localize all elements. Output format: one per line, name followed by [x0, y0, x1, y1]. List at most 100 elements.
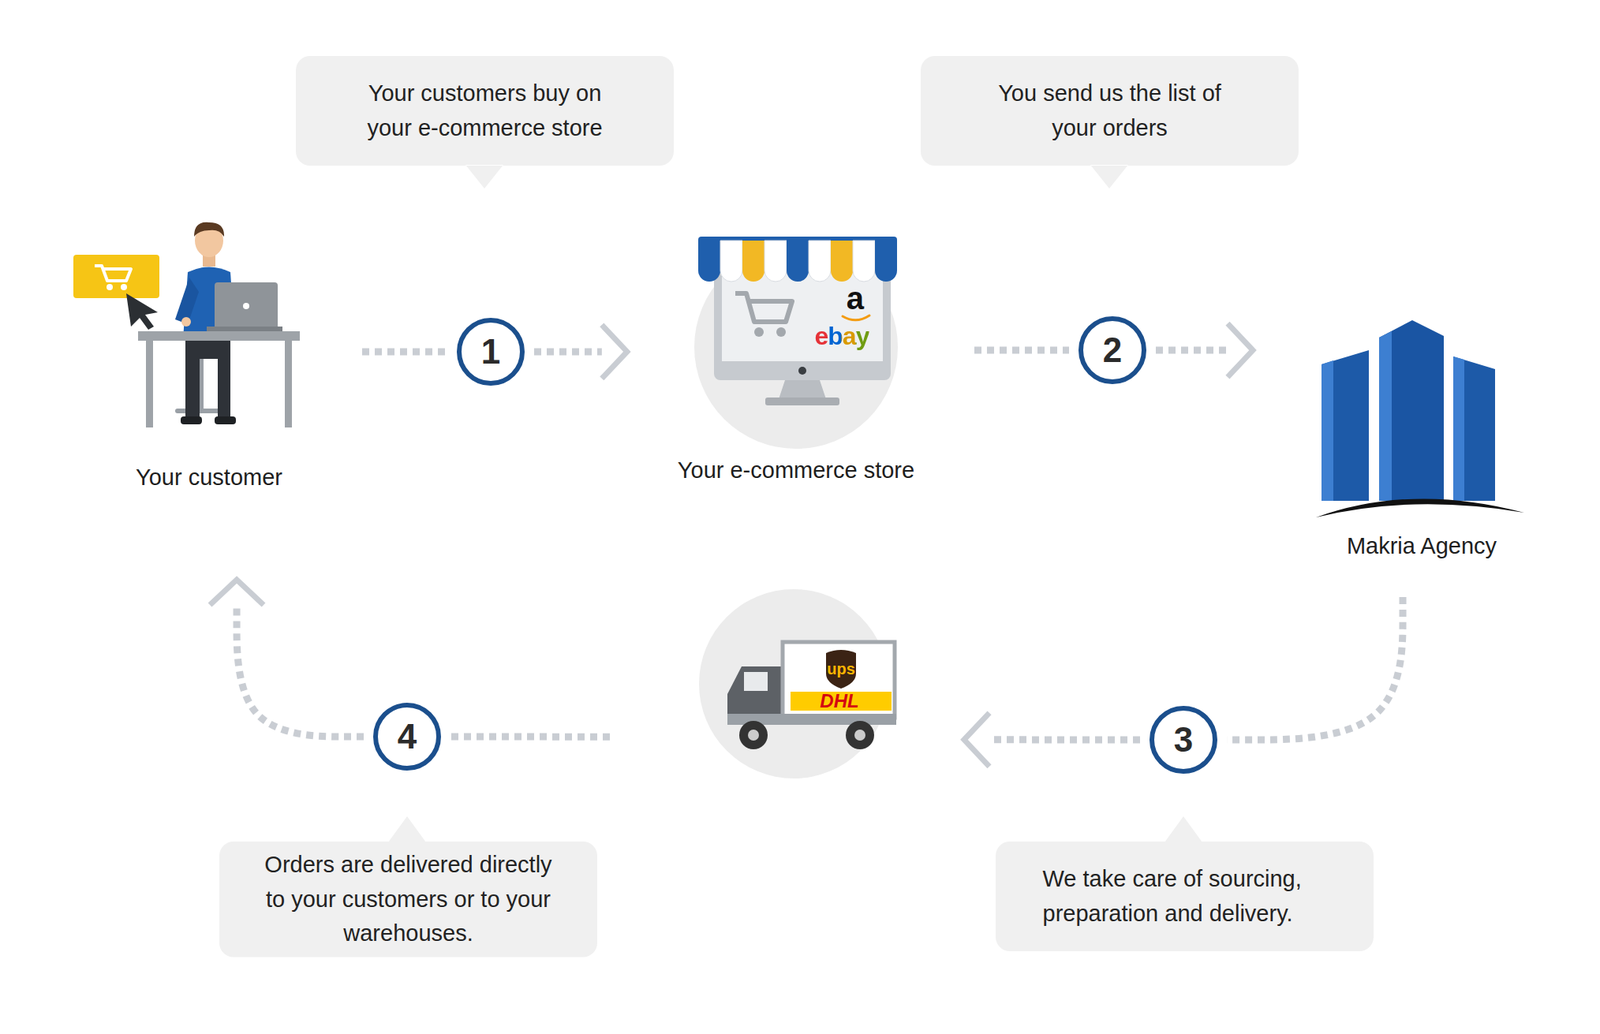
building-face	[1321, 360, 1334, 501]
callout-bubble: Your customers buy on your e-commerce st…	[295, 56, 674, 166]
step-circle: 2	[1078, 316, 1147, 385]
bubble-shape	[995, 816, 1374, 952]
truck-window	[743, 672, 768, 692]
awning-stripe	[852, 240, 875, 282]
bubble-shape	[920, 56, 1299, 189]
dhl-band	[790, 691, 892, 711]
figure-label: Makria Agency	[1346, 532, 1497, 561]
ups-shield	[826, 650, 857, 689]
step-ring	[375, 705, 439, 769]
dotted-line	[1155, 347, 1228, 355]
cart-icon	[94, 265, 131, 281]
chevron-head	[964, 713, 990, 767]
flow-connector	[1155, 323, 1253, 378]
cart-sign	[73, 254, 160, 299]
truck-hub	[854, 729, 866, 741]
dotted-line	[362, 348, 448, 356]
desk-top	[138, 331, 300, 341]
dotted-line	[974, 347, 1070, 355]
dotted-line	[989, 736, 1141, 744]
monitor-base	[765, 397, 840, 406]
step-ring	[1151, 708, 1215, 772]
person-hair	[194, 222, 225, 237]
carrier-logo: ups	[826, 661, 856, 677]
callout-bubble: Orders are delivered directly to your cu…	[219, 841, 598, 958]
flow-connector	[534, 325, 628, 379]
awning-stripe	[720, 240, 743, 282]
flow-connector	[974, 350, 1070, 352]
truck-hub	[747, 729, 759, 741]
callout-bubble: You send us the list of your orders	[920, 56, 1299, 166]
flow-connector	[362, 351, 448, 353]
step-circle: 1	[456, 317, 525, 386]
awning-stripe	[742, 240, 765, 282]
laptop	[214, 282, 278, 330]
monitor-dot	[798, 366, 807, 375]
callout-text: You send us the list of your orders	[987, 76, 1233, 146]
figure-label: Your customer	[135, 463, 283, 492]
callout-text: Your customers buy on your e-commerce st…	[355, 76, 616, 146]
truck-cab	[727, 666, 782, 722]
person-legs	[185, 337, 231, 419]
building-swoosh	[1315, 498, 1525, 518]
building-face	[1453, 356, 1465, 501]
bubble-shape	[219, 816, 598, 958]
callout-number: 1	[481, 334, 501, 370]
awning-stripe	[874, 240, 898, 282]
figure-label: Your e-commerce store	[677, 456, 915, 485]
laptop-base	[206, 326, 283, 332]
awning-stripe	[764, 240, 787, 282]
bubble-outline	[995, 841, 1374, 952]
desk-leg	[145, 340, 154, 428]
truck-box	[782, 642, 895, 718]
bubble-shape	[295, 56, 674, 189]
awning-stripe	[830, 240, 853, 282]
building-bar	[1453, 356, 1496, 501]
cart-wheel	[106, 284, 113, 291]
truck-wheel	[739, 721, 768, 750]
dotted-line	[534, 347, 602, 356]
flow-connector	[964, 713, 1141, 767]
callout-bubble: We take care of sourcing, preparation an…	[995, 841, 1374, 952]
laptop-logo	[242, 302, 250, 310]
building-face	[1379, 331, 1392, 501]
step-ring	[459, 320, 523, 384]
marketplace-logo: ebay	[814, 321, 870, 352]
store-figure: a ebayYour e-commerce store	[674, 236, 920, 490]
flow-connector	[450, 736, 610, 738]
chevron-head	[601, 325, 628, 379]
callout-number: 3	[1173, 722, 1193, 758]
bubble-outline	[295, 56, 674, 166]
awning-stripe	[698, 240, 721, 282]
screen-cart-wheel	[754, 327, 764, 337]
person-shoe	[214, 416, 236, 425]
flow-connector	[209, 579, 364, 737]
step-circle: 3	[1149, 706, 1218, 774]
truck-wheel	[845, 721, 875, 750]
customer-figure: Your customer	[73, 224, 303, 498]
callout-number: 2	[1102, 332, 1122, 368]
awning-stripe	[808, 240, 831, 282]
dotted-line	[450, 733, 610, 741]
monitor-neck	[778, 380, 827, 400]
person-hand	[181, 317, 191, 327]
dotted-line	[1226, 597, 1403, 741]
amazon-smile	[842, 315, 870, 321]
dotted-line	[236, 605, 364, 737]
step-circle: 4	[373, 702, 442, 771]
chevron-head	[209, 579, 264, 606]
callout-number: 4	[397, 719, 417, 755]
step-ring	[1080, 318, 1144, 382]
cart-wheel	[120, 284, 128, 291]
desk-leg	[284, 340, 292, 428]
carrier-logo: DHL	[819, 691, 859, 711]
marketplace-logo: a	[846, 282, 864, 315]
truck-figure: upsDHL	[699, 589, 889, 779]
chevron-head	[1227, 323, 1253, 378]
screen-cart-wheel	[776, 327, 786, 337]
monitor-screen	[721, 268, 883, 362]
awning-stripe	[786, 240, 809, 282]
building-bar	[1379, 320, 1444, 501]
flow-connector	[1226, 597, 1403, 741]
